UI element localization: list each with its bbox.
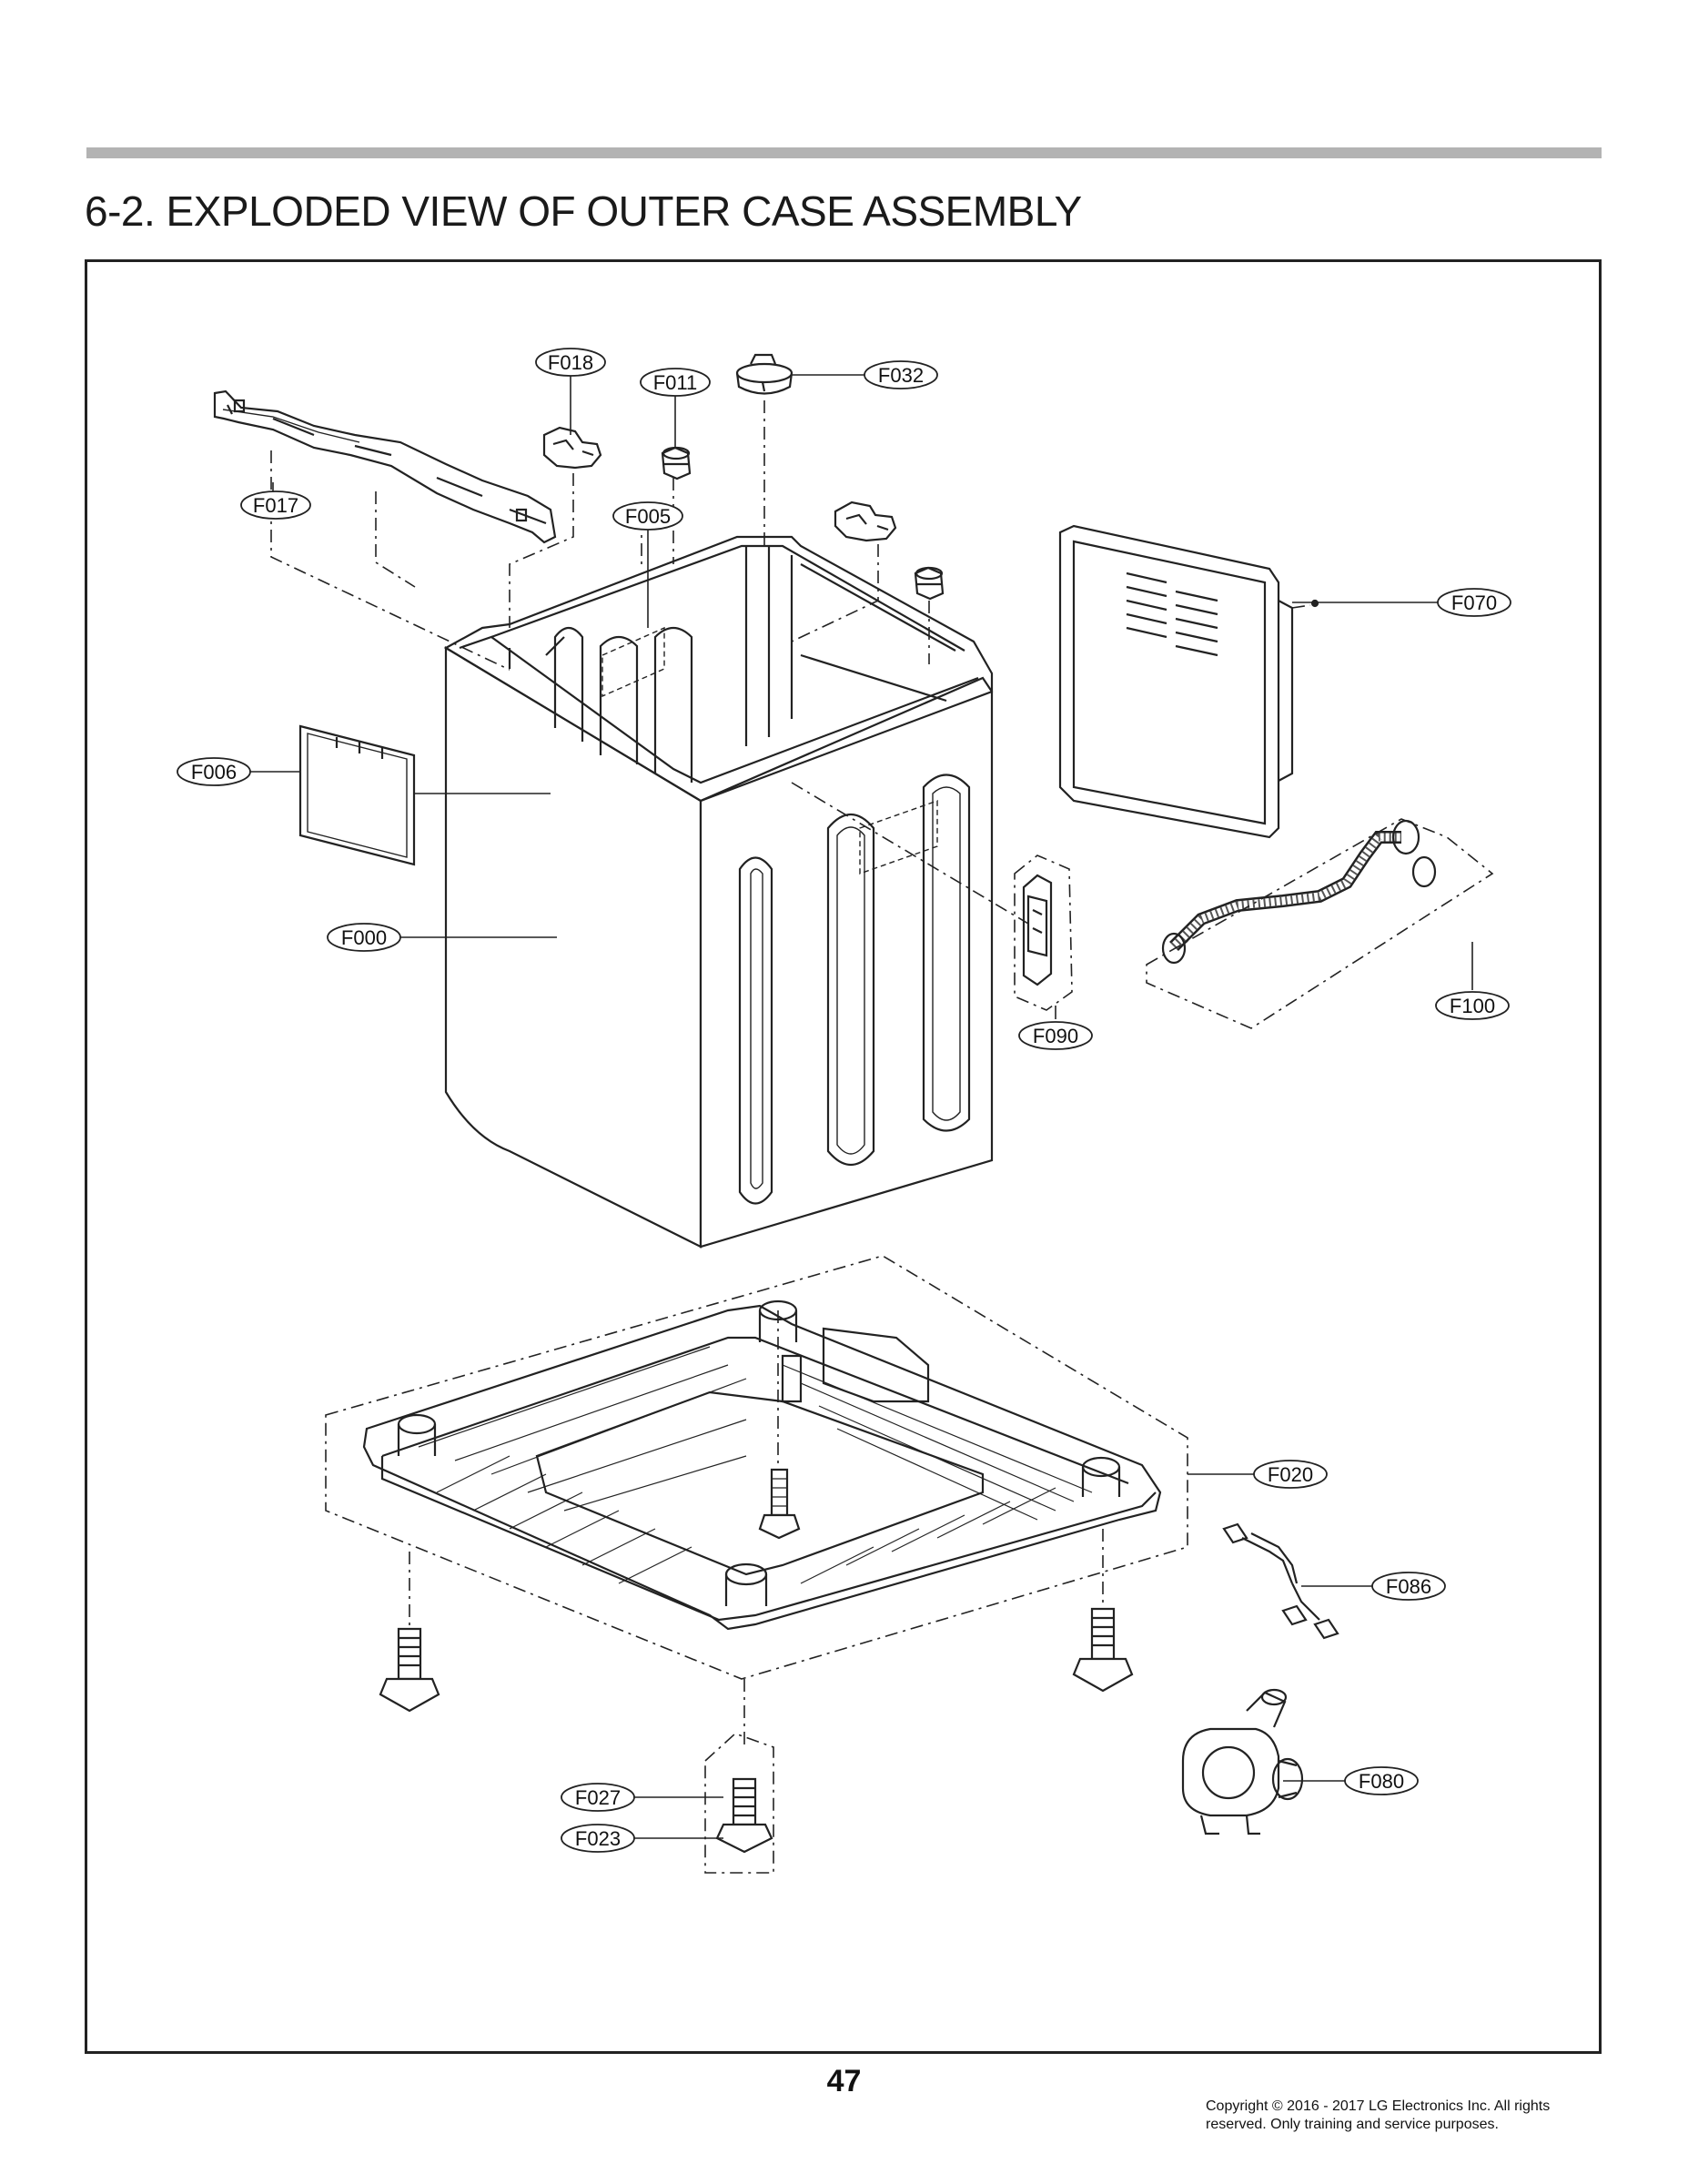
leveling-leg-front: [715, 1777, 773, 1854]
callout-f080[interactable]: F080: [1344, 1766, 1419, 1795]
svg-text:F011: F011: [653, 371, 698, 394]
callout-f011[interactable]: F011: [640, 368, 711, 397]
plug-part-left: [661, 446, 692, 480]
svg-text:F070: F070: [1451, 592, 1497, 614]
svg-text:F086: F086: [1386, 1575, 1431, 1598]
svg-text:F017: F017: [253, 494, 298, 517]
svg-text:F090: F090: [1033, 1025, 1078, 1047]
plug-part-right: [914, 566, 945, 601]
callout-f006[interactable]: F006: [177, 757, 251, 786]
top-bracket-part: [213, 389, 557, 544]
lid-switch-part: [1022, 874, 1053, 986]
callout-f100[interactable]: F100: [1435, 991, 1510, 1020]
callout-f020[interactable]: F020: [1253, 1460, 1328, 1489]
callout-f000[interactable]: F000: [327, 923, 401, 952]
svg-text:F018: F018: [548, 351, 593, 374]
callout-f017[interactable]: F017: [240, 490, 311, 520]
callout-f027[interactable]: F027: [561, 1783, 635, 1812]
svg-text:F020: F020: [1268, 1463, 1313, 1486]
drain-hose-part: [1161, 819, 1437, 965]
callout-f032[interactable]: F032: [864, 360, 938, 389]
base-frame-part: [362, 1299, 1162, 1631]
page-number: 47: [826, 2064, 862, 2098]
diagram-frame: [85, 259, 1602, 2054]
page-title: 6-2. EXPLODED VIEW OF OUTER CASE ASSEMBL…: [85, 187, 1082, 235]
callout-f070[interactable]: F070: [1437, 588, 1511, 617]
callout-f086[interactable]: F086: [1371, 1572, 1446, 1601]
svg-text:F032: F032: [878, 364, 924, 387]
drain-pump-part: [1181, 1688, 1304, 1835]
svg-text:F006: F006: [191, 761, 237, 784]
wire-harness-part: [1222, 1522, 1339, 1640]
callout-f018[interactable]: F018: [535, 348, 606, 377]
svg-text:F000: F000: [341, 926, 387, 949]
copyright-line-2: reserved. Only training and service purp…: [1206, 2117, 1499, 2132]
leveling-leg-right: [1072, 1607, 1134, 1693]
copyright-notice: Copyright © 2016 - 2017 LG Electronics I…: [1206, 2098, 1597, 2134]
clip-part-left: [542, 426, 602, 470]
clip-part-right: [834, 500, 897, 542]
svg-text:F100: F100: [1450, 995, 1495, 1017]
cabinet-part: [443, 535, 994, 1249]
svg-text:F005: F005: [625, 505, 671, 528]
callout-f023[interactable]: F023: [561, 1824, 635, 1853]
callout-f090[interactable]: F090: [1018, 1021, 1093, 1050]
clamp-part: [735, 353, 793, 395]
callout-f005[interactable]: F005: [612, 501, 683, 531]
leveling-leg-left: [379, 1627, 440, 1713]
filter-panel-part: [298, 724, 416, 866]
svg-text:F023: F023: [575, 1827, 621, 1850]
back-panel-part: [1058, 524, 1319, 839]
svg-text:F080: F080: [1359, 1770, 1404, 1793]
header-rule: [86, 147, 1602, 158]
svg-text:F027: F027: [575, 1786, 621, 1809]
copyright-line-1: Copyright © 2016 - 2017 LG Electronics I…: [1206, 2098, 1551, 2114]
